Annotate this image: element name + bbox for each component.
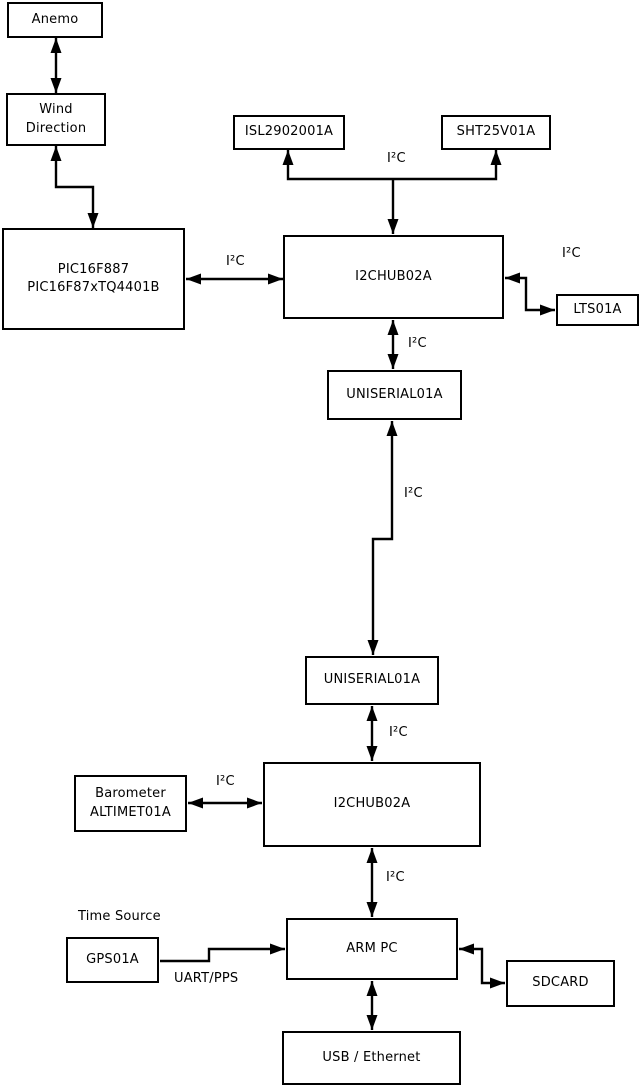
barometer-label-line1: Barometer — [95, 786, 166, 802]
usb-ethernet-box: USB / Ethernet — [282, 1031, 461, 1085]
uniserial-bottom-box: UNISERIAL01A — [305, 656, 439, 705]
barometer-box: Barometer ALTIMET01A — [74, 775, 187, 832]
uniserial-top-box: UNISERIAL01A — [327, 370, 462, 420]
i2c-label-sensor-bus: I²C — [387, 151, 406, 166]
i2chub-bottom-label: I2CHUB02A — [333, 796, 411, 812]
i2c-label-hub-uniserial: I²C — [408, 336, 427, 351]
i2chub-bottom-box: I2CHUB02A — [263, 762, 481, 847]
i2c-label-long-link: I²C — [404, 486, 423, 501]
pic-microcontroller-box: PIC16F887 PIC16F87xTQ4401B — [2, 228, 185, 330]
lts01a-label: LTS01A — [573, 301, 622, 317]
arm-pc-box: ARM PC — [286, 918, 458, 980]
gps01a-label: GPS01A — [86, 951, 139, 967]
barometer-label-line2: ALTIMET01A — [90, 804, 171, 820]
isl2902001a-label: ISL2902001A — [244, 124, 334, 140]
pic-label-line2: PIC16F87xTQ4401B — [27, 280, 160, 295]
anemo-label: Anemo — [31, 11, 79, 27]
time-source-label: Time Source — [78, 909, 161, 924]
sht25v01a-box: SHT25V01A — [441, 115, 551, 150]
arm-pc-label: ARM PC — [346, 940, 398, 956]
lts01a-box: LTS01A — [556, 294, 639, 326]
usb-ethernet-label: USB / Ethernet — [322, 1049, 421, 1065]
uniserial-top-label: UNISERIAL01A — [346, 386, 443, 402]
sdcard-box: SDCARD — [506, 960, 615, 1007]
i2c-label-hub2-armpc: I²C — [386, 870, 405, 885]
gps01a-box: GPS01A — [66, 937, 159, 983]
anemo-box: Anemo — [7, 2, 103, 38]
i2c-label-uniserial-hub2: I²C — [389, 725, 408, 740]
pic-label-line1: PIC16F887 — [57, 261, 130, 277]
sdcard-label: SDCARD — [532, 975, 589, 991]
wind-direction-label-line2: Direction — [25, 120, 87, 136]
i2c-label-hub-lts: I²C — [562, 246, 581, 261]
i2chub-top-label: I2CHUB02A — [355, 268, 432, 284]
uniserial-bottom-label: UNISERIAL01A — [323, 672, 421, 688]
wind-direction-label-line1: Wind — [39, 102, 73, 118]
i2chub-top-box: I2CHUB02A — [283, 235, 504, 319]
isl2902001a-box: ISL2902001A — [233, 115, 345, 150]
i2c-label-pic-hub: I²C — [226, 254, 245, 269]
wind-direction-box: Wind Direction — [6, 93, 106, 146]
sht25v01a-label: SHT25V01A — [456, 124, 536, 140]
i2c-label-barometer-hub: I²C — [216, 774, 235, 789]
uart-pps-label: UART/PPS — [174, 971, 239, 986]
